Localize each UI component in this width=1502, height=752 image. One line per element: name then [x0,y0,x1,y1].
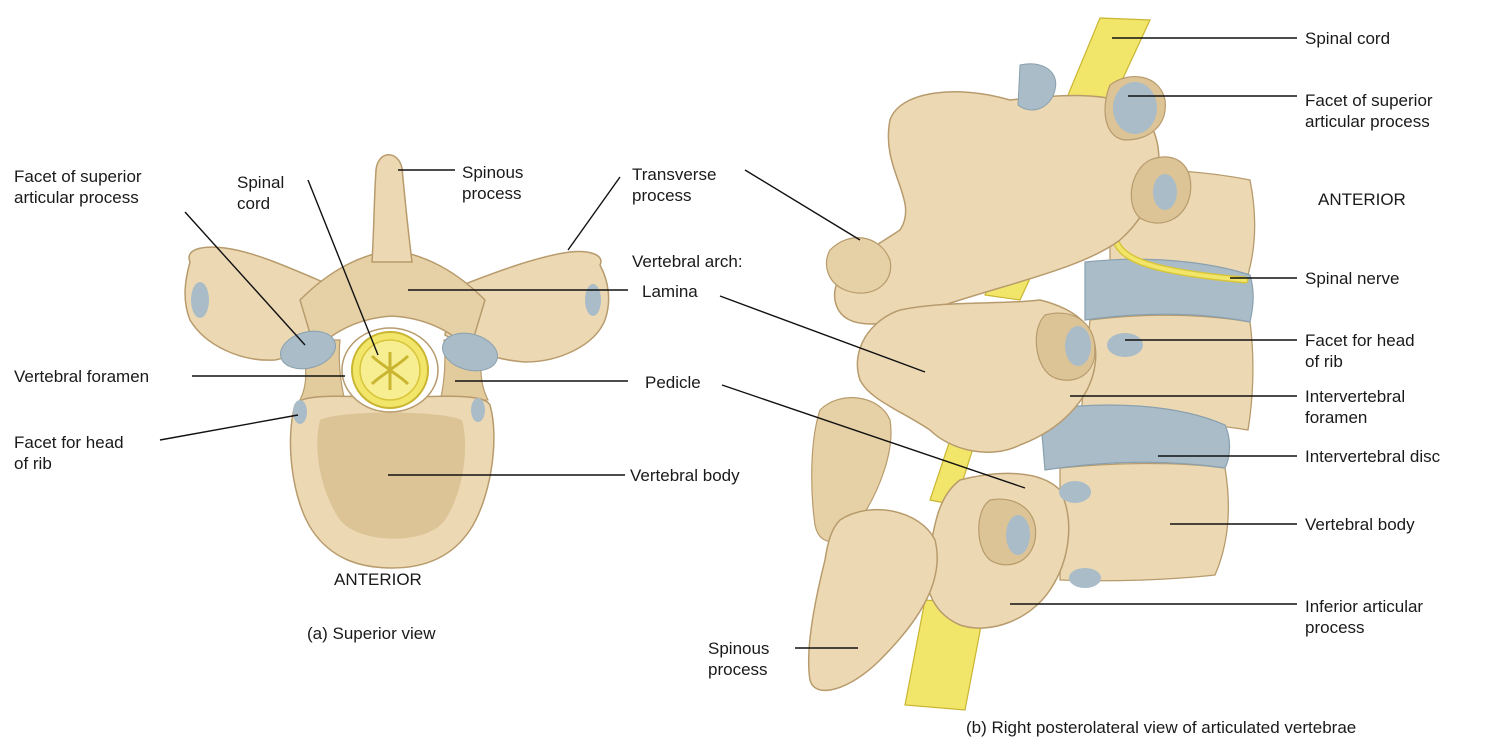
label-a-spinal-cord: Spinal cord [237,172,284,214]
label-a-transverse-line1: Transverse [632,164,716,185]
lower-costal-facet [1006,515,1030,555]
label-a-rib-line2: of rib [14,453,124,474]
left-transverse-facet [191,282,209,318]
label-b-facet-head-rib: Facet for head of rib [1305,330,1415,372]
label-a-facet-superior-line1: Facet of superior [14,166,142,187]
label-a-spinous-line1: Spinous [462,162,523,183]
lower-body-rib-facet [1059,481,1091,503]
label-b-foramen-line2: foramen [1305,407,1405,428]
spinous-process-bone [372,155,412,262]
label-b-inferior-line1: Inferior articular [1305,596,1423,617]
label-b-foramen-line1: Intervertebral [1305,386,1405,407]
label-b-spinous-line2: process [708,659,769,680]
label-b-spinous-line1: Spinous [708,638,769,659]
posterolateral-view [809,18,1255,710]
label-pedicle: Pedicle [645,372,701,393]
middle-costal-facet [1065,326,1091,366]
lower-vertebral-body [1060,464,1228,581]
label-vertebral-foramen: Vertebral foramen [14,366,149,387]
upper-spinous-process [826,238,890,293]
label-a-spinal-cord-line2: cord [237,193,284,214]
label-b-spinous-process: Spinous process [708,638,769,680]
label-a-spinal-cord-line1: Spinal [237,172,284,193]
label-b-facet-superior-line1: Facet of superior [1305,90,1433,111]
label-b-rib-line1: Facet for head [1305,330,1415,351]
label-b-facet-superior-line2: articular process [1305,111,1433,132]
label-b-intervertebral-disc: Intervertebral disc [1305,446,1440,467]
label-b-facet-superior-articular: Facet of superior articular process [1305,90,1433,132]
label-b-inferior-line2: process [1305,617,1423,638]
left-rib-facet [293,400,307,424]
superior-view-vertebra [185,155,609,568]
leader-b-transverse [745,170,860,240]
caption-a: (a) Superior view [307,624,436,644]
right-rib-facet [471,398,485,422]
label-a-vertebral-body: Vertebral body [630,465,740,486]
leader-a-transverse [568,177,620,250]
label-lamina: Lamina [642,281,698,302]
label-b-inferior-articular: Inferior articular process [1305,596,1423,638]
upper-costal-facet [1153,174,1177,210]
right-transverse-facet [585,284,601,316]
middle-body-rib-facet [1107,333,1143,357]
label-vertebral-arch: Vertebral arch: [632,251,743,272]
upper-superior-facet [1113,82,1157,134]
label-a-facet-superior-articular: Facet of superior articular process [14,166,142,208]
label-a-rib-line1: Facet for head [14,432,124,453]
label-a-facet-head-rib: Facet for head of rib [14,432,124,474]
label-b-spinal-cord: Spinal cord [1305,28,1390,49]
label-b-anterior: ANTERIOR [1318,190,1406,210]
caption-b: (b) Right posterolateral view of articul… [966,718,1356,738]
lowest-body-rib-facet [1069,568,1101,588]
label-b-vertebral-body: Vertebral body [1305,514,1415,535]
label-b-rib-line2: of rib [1305,351,1415,372]
label-a-facet-superior-line2: articular process [14,187,142,208]
label-a-anterior: ANTERIOR [334,570,422,590]
label-b-spinal-nerve: Spinal nerve [1305,268,1400,289]
label-b-intervertebral-foramen: Intervertebral foramen [1305,386,1405,428]
label-a-transverse-line2: process [632,185,716,206]
label-a-spinous-process: Spinous process [462,162,523,204]
leader-a-rib-facet [160,415,298,440]
label-a-transverse-process: Transverse process [632,164,716,206]
label-a-spinous-line2: process [462,183,523,204]
